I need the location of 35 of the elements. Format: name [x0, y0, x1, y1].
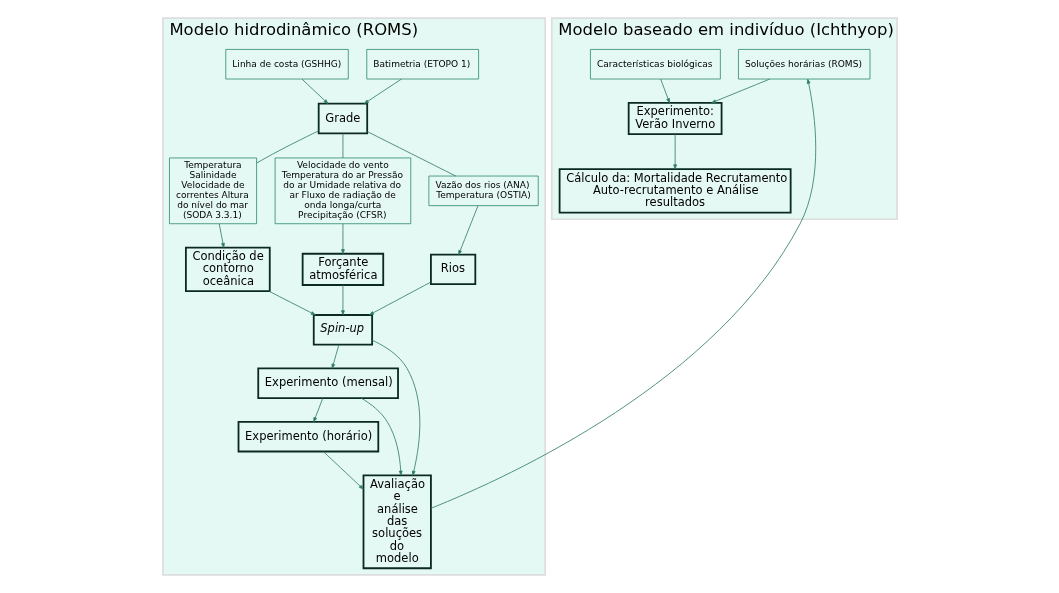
arrow	[340, 284, 345, 316]
arrow	[268, 290, 316, 316]
node-box: Linha de costa (GSHHG)	[224, 49, 349, 80]
arrow	[371, 339, 420, 476]
arrow	[672, 133, 677, 170]
arrow	[659, 78, 670, 104]
arrow	[340, 223, 345, 255]
node-box: Características biológicas	[589, 49, 721, 80]
node-box: Rios	[429, 253, 476, 286]
connector	[366, 131, 456, 177]
node-box: Experimento (mensal)	[256, 367, 399, 399]
node-box: Soluções horárias (ROMS)	[737, 49, 870, 80]
node-box: Vazão dos rios (ANA) Temperatura (OSTIA)	[427, 175, 539, 207]
node-box: Experimento (horário)	[237, 421, 379, 453]
arrow	[218, 223, 225, 248]
arrow	[368, 281, 431, 316]
arrow	[322, 451, 364, 490]
node-box: Condição de contorno oceânica	[184, 246, 271, 293]
arrow	[312, 397, 323, 423]
node-box: Velocidade do vento Temperatura do ar Pressão do ar Umidade relativa do ar Fluxo de radiação de onda longa/curta Precipitação (CFSR)	[274, 157, 411, 225]
node-box: Temperatura Salinidade Velocidade de correntes Altura do nível do mar (SODA 3.3.1)	[168, 157, 257, 225]
node-box: Grade	[317, 102, 368, 135]
node-box: Forçante atmosférica	[301, 252, 384, 286]
node-box: Batimetria (ETOPO 1)	[365, 49, 479, 80]
connector	[342, 133, 343, 159]
arrow	[457, 205, 478, 255]
arrow	[301, 78, 328, 104]
arrow	[363, 78, 402, 104]
arrow	[331, 344, 339, 369]
arrow	[360, 397, 403, 476]
arrow	[710, 78, 770, 104]
node-box: Avaliação e análise das soluções do modelo	[362, 474, 432, 570]
connector	[255, 130, 319, 164]
node-box: Spin-up	[312, 314, 373, 346]
node-box: Cálculo da: Mortalidade Recrutamento Auto-recrutamento e Análise resultados	[558, 168, 792, 214]
